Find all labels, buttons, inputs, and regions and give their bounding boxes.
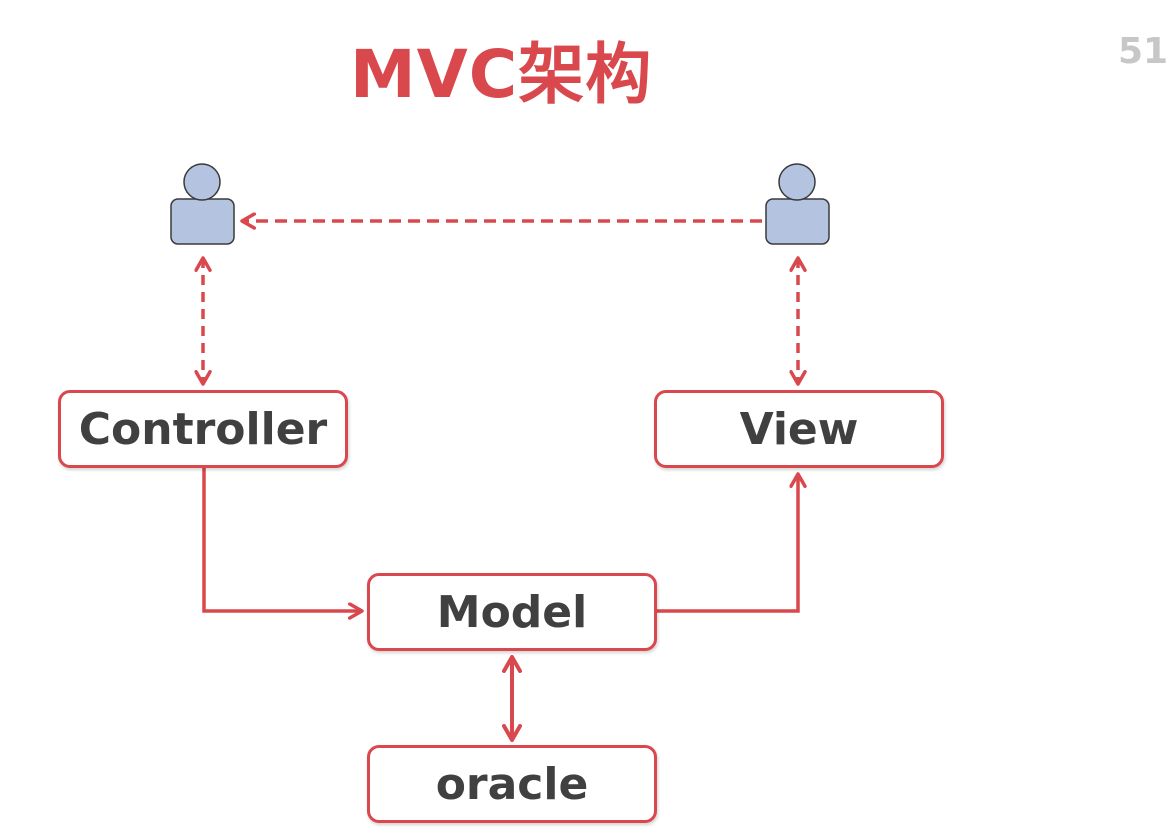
watermark-logo: 51: [1118, 31, 1168, 72]
view-node: View: [654, 390, 944, 468]
model-node: Model: [367, 573, 657, 651]
oracle-label: oracle: [435, 758, 589, 810]
model-view-arrow: [657, 472, 807, 613]
model-label: Model: [436, 586, 588, 638]
controller-label: Controller: [78, 403, 328, 455]
oracle-node: oracle: [367, 745, 657, 823]
user-icon: [170, 163, 235, 245]
view-label: View: [739, 403, 859, 455]
controller-node: Controller: [58, 390, 348, 468]
diagram-title: MVC架构: [350, 36, 653, 113]
controller-model-arrow: [202, 468, 364, 620]
user-icon: [765, 163, 830, 245]
